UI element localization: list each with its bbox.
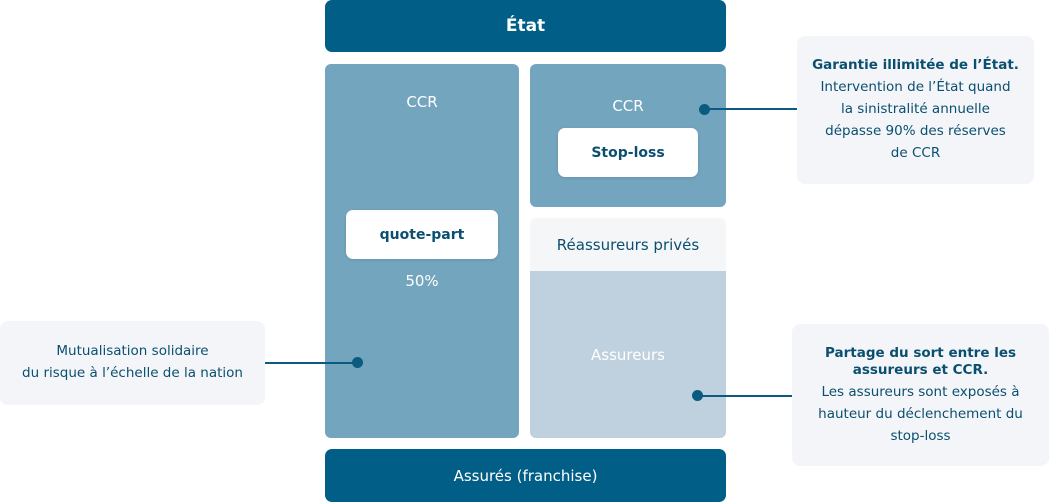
- policyholders-bar: Assurés (franchise): [325, 449, 726, 502]
- insurers-block: Assureurs: [530, 271, 726, 438]
- sharing-line-1: Les assureurs sont exposés à: [821, 384, 1020, 400]
- state-guarantee-line-1: Intervention de l’État quand: [820, 79, 1011, 95]
- policyholders-label: Assurés (franchise): [453, 466, 598, 485]
- state-guarantee-note: Garantie illimitée de l’État. Interventi…: [797, 36, 1034, 184]
- mutualisation-line-1: Mutualisation solidaire: [56, 343, 209, 359]
- mutualisation-line-2: du risque à l’échelle de la nation: [22, 365, 243, 381]
- sharing-title-line-1: Partage du sort entre les: [824, 345, 1017, 361]
- sharing-line-3: stop-loss: [890, 428, 951, 444]
- sharing-line-2: hauteur du déclenchement du: [818, 406, 1023, 422]
- mutualisation-connector-dot: [352, 357, 363, 368]
- quote-part-chip: quote-part: [346, 210, 498, 259]
- sharing-note: Partage du sort entre les assureurs et C…: [792, 324, 1049, 466]
- ccr-quota-share-block: CCR quote-part 50%: [325, 64, 519, 438]
- state-guarantee-line-3: dépasse 90% des réserves: [825, 123, 1006, 139]
- state-label: État: [505, 16, 546, 36]
- stop-loss-chip: Stop-loss: [558, 128, 698, 177]
- ccr-right-title: CCR: [612, 97, 644, 115]
- private-reinsurers-block: Réassureurs privés: [530, 218, 726, 271]
- mutualisation-note: Mutualisation solidaire du risque à l’éc…: [0, 321, 265, 405]
- quote-part-percent: 50%: [405, 272, 439, 290]
- insurers-label: Assureurs: [591, 346, 665, 364]
- state-guarantee-line-2: la sinistralité annuelle: [840, 101, 990, 117]
- mutualisation-connector: [265, 362, 358, 364]
- state-guarantee-connector: [704, 108, 797, 110]
- state-guarantee-title: Garantie illimitée de l’État.: [812, 57, 1019, 73]
- private-reinsurers-label: Réassureurs privés: [556, 235, 700, 254]
- state-bar: État: [325, 0, 726, 52]
- sharing-connector: [698, 395, 792, 397]
- state-guarantee-connector-dot: [699, 104, 710, 115]
- sharing-title-line-2: assureurs et CCR.: [852, 362, 989, 378]
- state-guarantee-line-4: de CCR: [890, 145, 941, 161]
- ccr-stop-loss-block: CCR Stop-loss: [530, 64, 726, 207]
- ccr-left-title: CCR: [406, 93, 438, 111]
- sharing-connector-dot: [692, 390, 703, 401]
